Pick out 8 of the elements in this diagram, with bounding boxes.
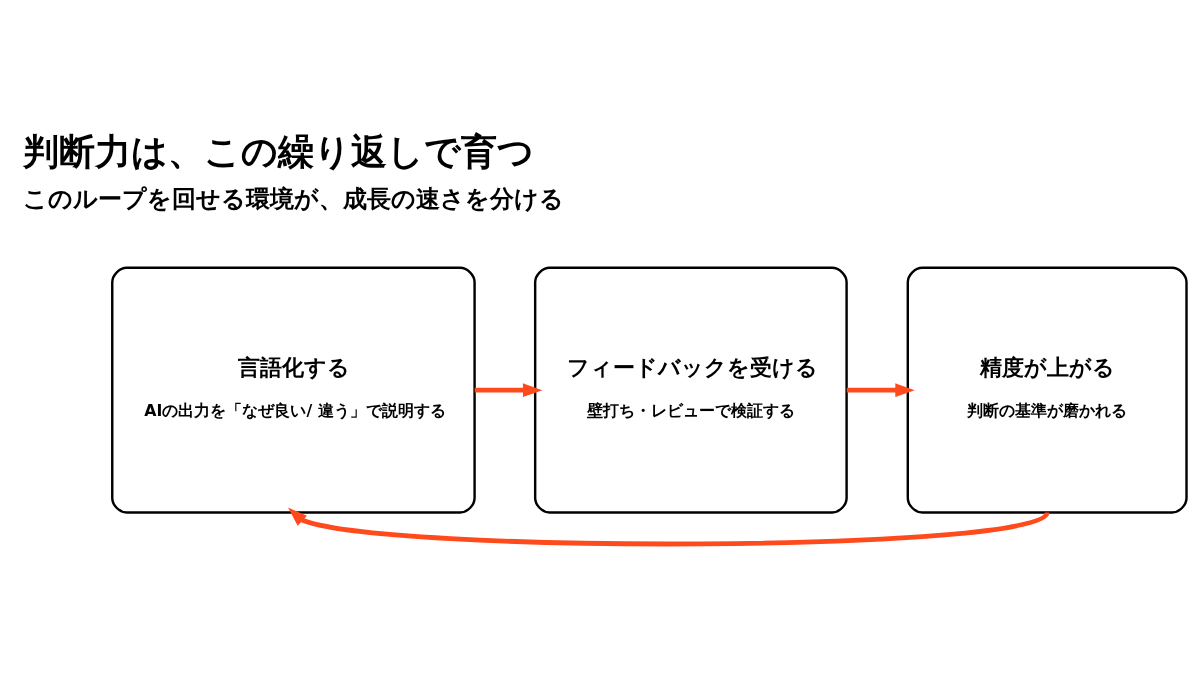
arrow — [288, 507, 1049, 547]
label: このループを回せる環境が、成長の速さを分ける — [23, 185, 565, 214]
node-box: フィードバックを受ける 壁打ち・レビューで検証する — [533, 266, 848, 514]
arrow — [846, 383, 915, 397]
diagram-title: 判断力は、この繰り返しで育つ — [23, 129, 535, 173]
node-box: 言語化する AIの出力を「なぜ良い/ 違う」で説明する — [111, 266, 476, 514]
node-box: 精度が上がる 判断の基準が磨かれる — [906, 266, 1188, 514]
arrow — [474, 383, 543, 397]
